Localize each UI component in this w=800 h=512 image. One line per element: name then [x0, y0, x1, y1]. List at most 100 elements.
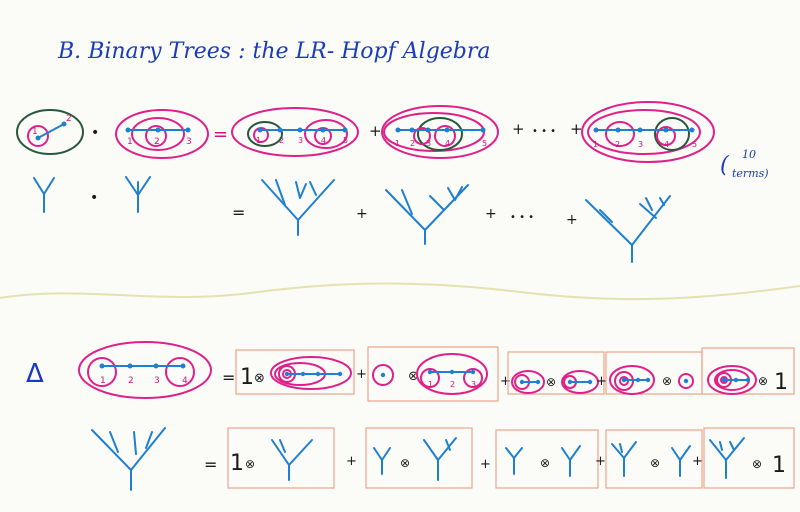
plus-sign: + — [692, 454, 703, 469]
label-5: 5 — [692, 140, 697, 149]
coproduct-input-tree — [91, 427, 166, 491]
tensor-symbol: ⊗ — [650, 456, 660, 470]
terms-word: terms) — [732, 167, 769, 180]
label-3: 3 — [471, 380, 476, 389]
unit-one: 1 — [240, 365, 254, 390]
tensor-symbol: ⊗ — [540, 456, 550, 470]
coproduct-term-box-3 — [507, 351, 605, 395]
label-3: 3 — [426, 139, 431, 148]
label-2: 2 — [154, 137, 160, 147]
label-3: 3 — [154, 376, 160, 386]
plus-sign: + — [566, 212, 578, 228]
factor-right-graph: 1 2 3 — [115, 109, 209, 159]
ellipsis: • • • — [532, 126, 556, 137]
label-4: 4 — [321, 136, 326, 145]
tree-t1 — [271, 439, 313, 481]
tree-result-1 — [261, 179, 335, 236]
coproduct-term-2-right: 1 2 3 — [416, 353, 488, 395]
plus-sign: + — [356, 206, 368, 222]
result-term-2: 1 2 3 4 5 — [381, 105, 499, 159]
plus-sign: + — [595, 454, 606, 469]
coproduct-term-4-graph: ⊗ — [609, 365, 694, 395]
unit-one: 1 — [774, 370, 788, 395]
tensor-symbol: ⊗ — [408, 369, 419, 384]
tensor-symbol: ⊗ — [546, 375, 556, 389]
label-1: 1 — [428, 380, 433, 389]
coproduct-term-2-left — [372, 364, 394, 386]
label-2: 2 — [615, 140, 620, 149]
result-term-3: 1 2 3 4 5 — [581, 101, 715, 163]
plus-sign: + — [369, 122, 382, 140]
equals-sign: = — [232, 203, 245, 222]
tensor-symbol: ⊗ — [752, 457, 762, 471]
label-3: 3 — [186, 137, 192, 147]
tensor-symbol: ⊗ — [400, 456, 410, 470]
coproduct-term-3-graph: ⊗ — [511, 370, 599, 394]
coproduct-row-circles: Δ 1 2 3 4 = 1 ⊗ — [26, 341, 795, 402]
label-1: 1 — [593, 140, 598, 149]
plus-sign: + — [512, 120, 525, 138]
label-4: 4 — [664, 140, 669, 149]
tree-t4: ⊗ — [611, 441, 691, 477]
product-dot: • — [91, 125, 99, 141]
tensor-symbol: ⊗ — [662, 374, 672, 388]
tree-result-3 — [585, 195, 671, 263]
tree-t3: ⊗ — [505, 445, 581, 477]
label-4: 4 — [182, 376, 188, 386]
coproduct-tree-box-1 — [227, 427, 335, 489]
page-title: B. Binary Trees : the LR- Hopf Algebra — [57, 39, 491, 64]
label-2: 2 — [450, 380, 455, 389]
label-5: 5 — [482, 139, 487, 148]
terms-count: 10 — [742, 148, 756, 161]
factor-left-graph: 1 2 — [16, 109, 84, 155]
section-divider — [0, 282, 800, 301]
label-2: 2 — [279, 136, 284, 145]
product-dot: • — [90, 190, 98, 206]
coproduct-term-1-graph — [270, 356, 352, 390]
unit-one: 1 — [772, 453, 786, 478]
terms-annotation: ( 10 terms) — [720, 148, 769, 180]
coproduct-tree-box-3 — [495, 429, 599, 489]
coproduct-term-box-1 — [235, 349, 355, 395]
plus-sign: + — [346, 454, 357, 469]
plus-sign: + — [485, 206, 497, 222]
equals-sign: = — [213, 124, 228, 145]
coproduct-tree-box-4 — [605, 429, 703, 489]
label-2: 2 — [66, 114, 72, 124]
tensor-symbol: ⊗ — [245, 457, 255, 471]
equals-sign: = — [204, 455, 217, 474]
paren-open: ( — [720, 153, 729, 178]
label-4: 4 — [445, 139, 450, 148]
label-2: 2 — [128, 376, 134, 386]
tree-right-comb — [125, 176, 151, 213]
label-1: 1 — [127, 137, 133, 147]
unit-one: 1 — [230, 451, 244, 476]
label-1: 1 — [395, 139, 400, 148]
plus-sign: + — [356, 367, 367, 382]
plus-sign: + — [480, 457, 491, 472]
label-1: 1 — [256, 136, 261, 145]
coproduct-term-box-5 — [701, 347, 795, 395]
label-3: 3 — [638, 140, 643, 149]
tensor-symbol: ⊗ — [254, 371, 265, 386]
delta-symbol: Δ — [26, 359, 44, 389]
plus-sign: + — [500, 374, 511, 389]
label-3: 3 — [298, 136, 303, 145]
label-2: 2 — [410, 139, 415, 148]
coproduct-input-graph: 1 2 3 4 — [78, 341, 212, 399]
label-1: 1 — [100, 376, 106, 386]
coproduct-row-trees: = 1 ⊗ + ⊗ + ⊗ + ⊗ + — [91, 427, 795, 491]
coproduct-term-box-2 — [367, 346, 499, 402]
product-row-trees: • = + + • • • + — [33, 176, 671, 263]
tree-y-small — [33, 177, 55, 213]
label-1: 1 — [32, 127, 38, 137]
product-row-circles: 1 2 • 1 2 3 = — [16, 101, 769, 180]
tree-result-2 — [385, 184, 469, 245]
tensor-symbol: ⊗ — [758, 374, 768, 388]
coproduct-term-5-graph — [707, 365, 757, 395]
ellipsis: • • • — [510, 212, 534, 223]
plus-sign: + — [570, 120, 583, 138]
coproduct-tree-box-5 — [703, 427, 795, 489]
tree-t5 — [709, 437, 745, 479]
